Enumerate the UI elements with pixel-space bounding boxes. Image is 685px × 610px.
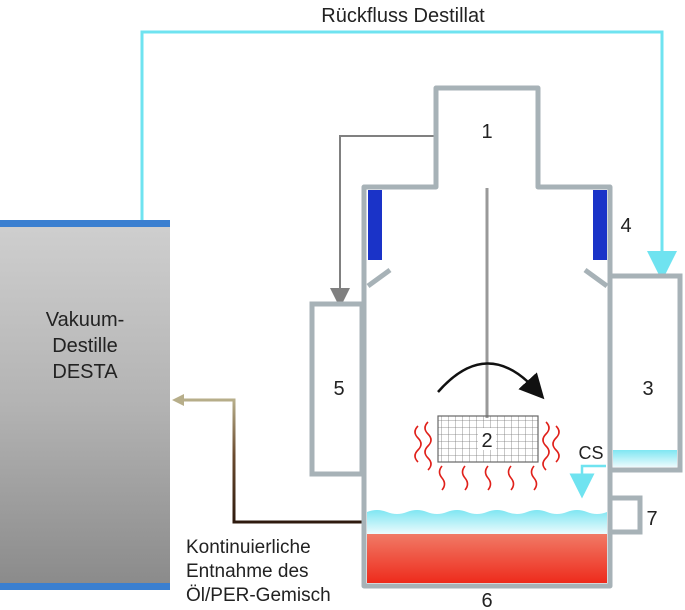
vacuum-still [0, 222, 170, 588]
heater-wave [414, 425, 422, 463]
still-bottom-cap [0, 583, 170, 590]
heater-wave [424, 421, 432, 471]
rotation-arrow [437, 362, 545, 400]
heater-wave [438, 465, 446, 491]
chamber-top-number: 1 [481, 121, 492, 143]
heater-wave [542, 421, 550, 471]
basket-number: 2 [481, 430, 492, 452]
seal-right [593, 190, 607, 260]
removal-label-line1: Kontinuierliche [186, 537, 311, 558]
tank-5-number: 5 [333, 378, 344, 400]
removal-line [178, 398, 362, 524]
solvent-layer [367, 510, 607, 534]
sump-number: 6 [481, 590, 492, 610]
baffle-left [366, 267, 392, 289]
heater-waves [414, 421, 560, 491]
heater-wave [552, 425, 560, 463]
removal-arrowhead [172, 394, 184, 406]
heater-wave [530, 465, 538, 491]
tank-3-liquid [613, 450, 677, 467]
removal-label-line2: Entnahme des [186, 561, 309, 582]
tank-3 [607, 273, 683, 473]
heater-wave [461, 465, 469, 491]
tank-3-number: 3 [642, 378, 653, 400]
heater-wave [507, 465, 515, 491]
removal-label-line3: Öl/PER-Gemisch [186, 585, 331, 606]
tank-5 [309, 301, 365, 477]
still-top-cap [0, 220, 170, 227]
still-label-line2: Destille [52, 335, 118, 357]
reflux-label: Rückfluss Destillat [321, 5, 485, 27]
cs-label: CS [578, 443, 603, 463]
still-label-line1: Vakuum- [46, 309, 125, 331]
still-label-line3: DESTA [52, 361, 118, 383]
seal-left [368, 190, 382, 260]
seal-number: 4 [620, 215, 631, 237]
oil-layer [367, 534, 607, 583]
overflow-number: 7 [646, 508, 657, 530]
baffle-right [583, 267, 609, 289]
transfer-line [330, 135, 436, 308]
reflux-line [140, 30, 677, 281]
overflow-pipe [610, 495, 643, 535]
basket-label-bg [478, 428, 496, 450]
cs-line [569, 464, 606, 499]
heater-wave [484, 465, 492, 491]
